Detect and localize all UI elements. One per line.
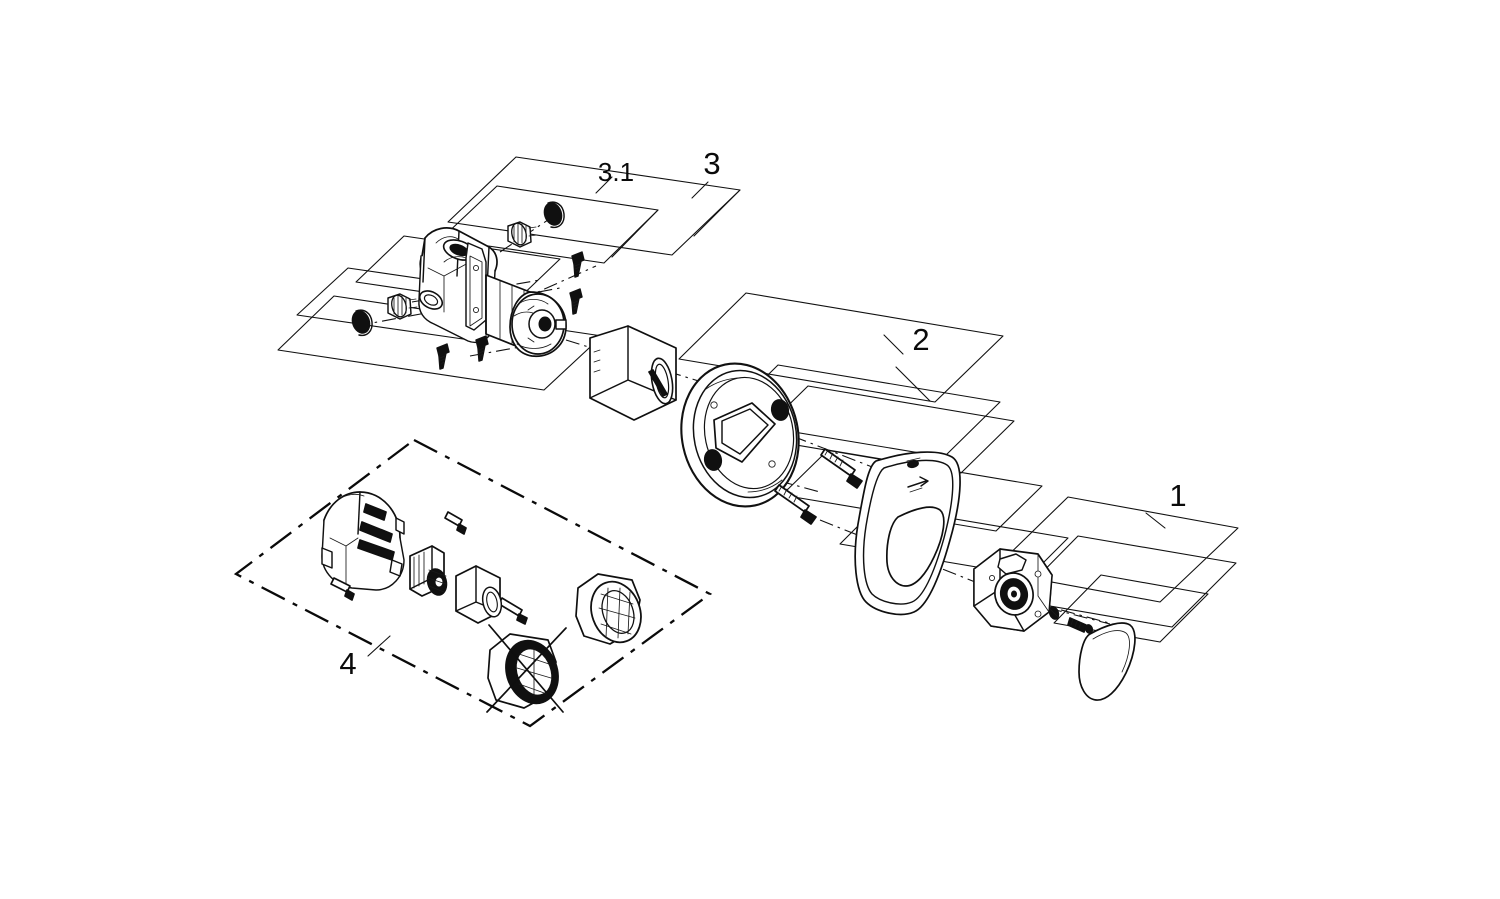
handle-hub [973, 548, 1053, 632]
callout-4-kit-boundary [233, 438, 713, 728]
slotted-ring-crossed-out [486, 624, 567, 713]
callout-label-1: 1 [1169, 478, 1186, 513]
callout-label-3: 3 [703, 146, 720, 181]
pin-upper [444, 511, 467, 535]
filter-check-valve-top [507, 221, 538, 248]
thermostatic-cartridge-body [418, 227, 567, 357]
callout-label-2: 2 [912, 322, 929, 357]
hex-screw-bottom [436, 343, 450, 370]
service-parts-kit [321, 491, 642, 713]
regulating-spindle [409, 545, 448, 597]
callout-label-4: 4 [339, 646, 356, 681]
trim-group [589, 325, 1053, 632]
callout-label-3-1: 3.1 [598, 157, 634, 187]
mounting-screw-lower [774, 484, 817, 525]
blind-plug-left [351, 309, 373, 337]
thermostatic-cartridge-assembly [351, 201, 585, 370]
blind-plug-top [543, 201, 565, 229]
square-cover-cap [1078, 622, 1136, 701]
splined-ring [575, 573, 642, 645]
extension-sleeve [589, 325, 677, 421]
grub-screw [1048, 606, 1060, 620]
hex-screw-upper [571, 251, 585, 278]
square-faceplate [854, 451, 961, 616]
pin-left [330, 577, 355, 601]
round-escutcheon-plate [680, 362, 800, 508]
mounting-screw-upper [820, 448, 863, 489]
hex-screw-right [569, 288, 583, 315]
filter-check-valve-left [387, 293, 418, 320]
set-screw [1067, 617, 1094, 634]
plain-sleeve [455, 565, 503, 624]
hex-screw-lower [475, 335, 489, 362]
handle-cap-group [1048, 606, 1136, 701]
cartridge-cage [321, 491, 405, 591]
